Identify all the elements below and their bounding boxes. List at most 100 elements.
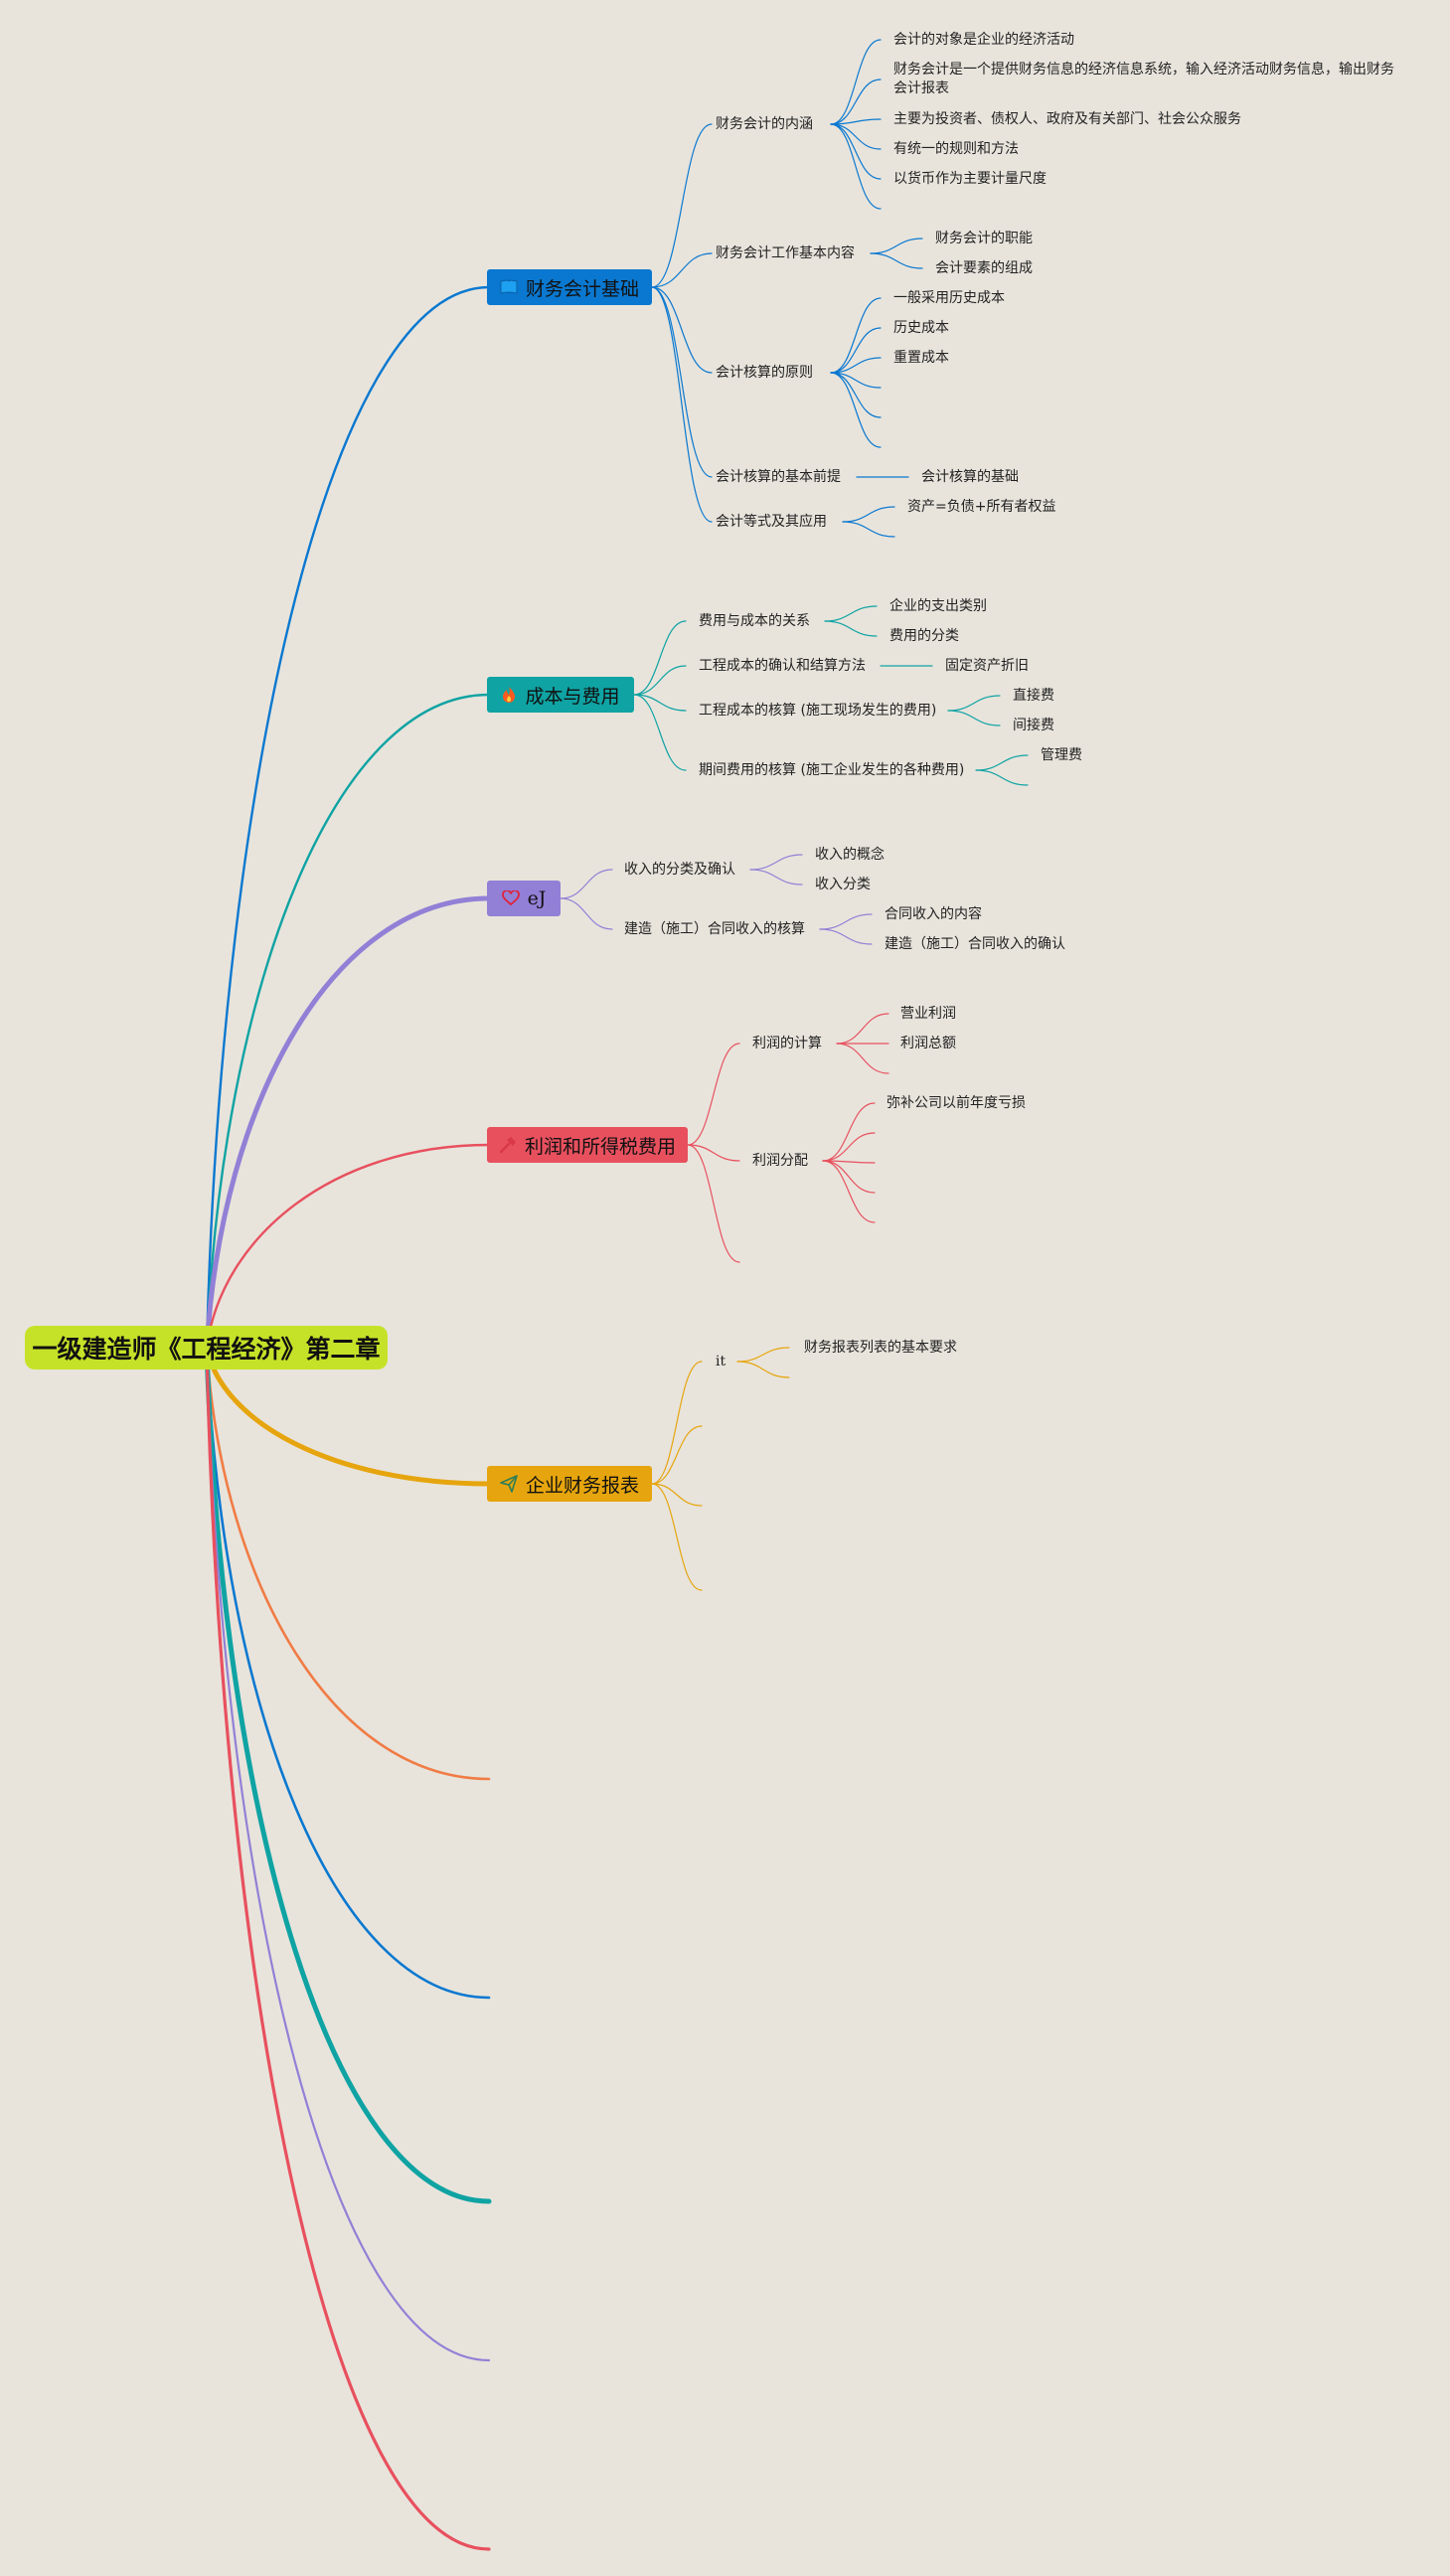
topic-accounting-principles[interactable]: 会计核算的原则: [716, 365, 813, 381]
connector-b1-leaf2-1: [870, 252, 923, 269]
connector-b5-topic-0: [651, 1361, 703, 1485]
leaf-expense-classification[interactable]: 费用的分类: [889, 628, 959, 644]
leaf-assets-equation[interactable]: 资产=负债+所有者权益: [907, 499, 1056, 515]
connector-b2-topic-1: [633, 665, 687, 696]
connector-b2-leaf1-0: [824, 605, 878, 622]
connector-b1-leaf3-2: [830, 357, 882, 374]
leaf-accounting-info-system[interactable]: 财务会计是一个提供财务信息的经济信息系统，输入经济活动财务信息，输出财务会计报表: [893, 62, 1394, 96]
connector-branch-3: [204, 895, 492, 1351]
connector-b4-leaf2-0: [822, 1102, 876, 1162]
leaf-expenditure-types[interactable]: 企业的支出类别: [889, 598, 987, 614]
leaf-management-fee[interactable]: 管理费: [1041, 747, 1082, 763]
connector-b3-leaf2-1: [819, 928, 873, 945]
connector-b5-leaf1-1: [736, 1361, 790, 1378]
connector-branch-2: [205, 693, 491, 1350]
topic-profit-calculation[interactable]: 利润的计算: [752, 1036, 822, 1051]
connector-b2-leaf3-0: [947, 695, 1001, 712]
leaf-indirect-cost[interactable]: 间接费: [1013, 718, 1054, 733]
connector-branch-1: [205, 285, 491, 1350]
leaf-unified-rules[interactable]: 有统一的规则和方法: [893, 141, 1019, 157]
topic-contract-revenue[interactable]: 建造（施工）合同收入的核算: [624, 921, 805, 937]
branch-label: 利润和所得税费用: [524, 1135, 676, 1158]
leaf-accounting-functions[interactable]: 财务会计的职能: [935, 231, 1033, 246]
connector-b2-topic-3: [633, 694, 687, 771]
connector-b1-topic-2: [651, 286, 713, 374]
fire-icon: [501, 686, 517, 704]
connector-b2-leaf1-1: [824, 620, 878, 637]
leaf-operating-profit[interactable]: 营业利润: [900, 1006, 956, 1022]
branch-cost-and-expense[interactable]: 成本与费用: [487, 677, 634, 713]
connector-b1-leaf3-4: [830, 372, 882, 418]
leaf-replacement-cost[interactable]: 重置成本: [893, 350, 949, 366]
connector-empty-branch-5: [205, 1346, 491, 2551]
leaf-direct-cost[interactable]: 直接费: [1013, 688, 1054, 704]
branch-financial-accounting-basics[interactable]: 财务会计基础: [487, 269, 652, 305]
topic-profit-distribution[interactable]: 利润分配: [752, 1153, 808, 1169]
leaf-currency-measure[interactable]: 以货币作为主要计量尺度: [893, 171, 1047, 187]
connector-b3-leaf1-1: [749, 869, 803, 886]
leaf-revenue-concept[interactable]: 收入的概念: [815, 847, 885, 863]
topic-accounting-equation[interactable]: 会计等式及其应用: [716, 514, 827, 530]
leaf-revenue-types[interactable]: 收入分类: [815, 877, 871, 892]
leaf-accounting-object[interactable]: 会计的对象是企业的经济活动: [893, 32, 1074, 48]
connector-b1-topic-3: [651, 286, 713, 478]
connector-b1-topic-4: [651, 286, 713, 523]
connector-b3-leaf2-0: [819, 913, 873, 930]
branch-label: eJ: [527, 887, 547, 909]
connector-b1-leaf1-2: [830, 118, 882, 125]
leaf-accounting-users[interactable]: 主要为投资者、债权人、政府及有关部门、社会公众服务: [893, 111, 1241, 127]
root-topic[interactable]: 一级建造师《工程经济》第二章: [25, 1326, 388, 1369]
leaf-fixed-asset-depreciation[interactable]: 固定资产折旧: [945, 658, 1029, 674]
leaf-loss-compensation[interactable]: 弥补公司以前年度亏损: [886, 1095, 1026, 1111]
connector-b1-leaf3-1: [830, 327, 882, 374]
topic-accounting-connotation[interactable]: 财务会计的内涵: [716, 116, 813, 132]
leaf-historical-cost[interactable]: 历史成本: [893, 320, 949, 336]
connector-b1-leaf3-3: [830, 372, 882, 389]
connector-b5-topic-3: [651, 1483, 703, 1591]
connector-b1-leaf3-0: [830, 297, 882, 374]
connector-b2-topic-2: [633, 694, 687, 712]
connector-b4-topic-2: [687, 1144, 740, 1263]
topic-revenue-classification[interactable]: 收入的分类及确认: [624, 862, 735, 878]
leaf-historical-cost-general[interactable]: 一般采用历史成本: [893, 290, 1005, 306]
connector-b4-leaf2-3: [822, 1160, 876, 1194]
leaf-statement-requirements[interactable]: 财务报表列表的基本要求: [804, 1340, 957, 1356]
topic-cost-expense-relation[interactable]: 费用与成本的关系: [699, 613, 810, 629]
paper-plane-icon: [500, 1475, 518, 1493]
topic-cost-accounting[interactable]: 工程成本的核算 (施工现场发生的费用): [699, 703, 937, 719]
connector-b4-leaf2-4: [822, 1160, 876, 1223]
connector-b2-topic-0: [633, 620, 687, 696]
leaf-contract-revenue-recognition[interactable]: 建造（施工）合同收入的确认: [885, 936, 1065, 952]
leaf-total-profit[interactable]: 利润总额: [900, 1036, 956, 1051]
leaf-accounting-elements[interactable]: 会计要素的组成: [935, 260, 1033, 276]
connector-b4-topic-0: [687, 1043, 740, 1146]
connector-b2-leaf4-0: [975, 754, 1029, 771]
topic-cost-recognition[interactable]: 工程成本的确认和结算方法: [699, 658, 866, 674]
connector-b3-leaf1-0: [749, 854, 803, 871]
connector-b1-topic-1: [651, 252, 713, 288]
heart-icon: [501, 890, 520, 906]
connector-b4-leaf2-1: [822, 1132, 876, 1162]
connector-b3-topic-0: [560, 869, 613, 899]
connector-empty-branch-3: [204, 1345, 492, 2204]
connector-b5-topic-2: [651, 1483, 703, 1507]
connector-b1-leaf1-5: [830, 123, 882, 210]
topic-accounting-assumptions[interactable]: 会计核算的基本前提: [716, 469, 841, 485]
connector-b1-leaf1-0: [830, 39, 882, 125]
connector-b5-leaf1-0: [736, 1347, 790, 1363]
leaf-contract-revenue-content[interactable]: 合同收入的内容: [885, 906, 982, 922]
branch-revenue[interactable]: eJ: [487, 881, 561, 916]
topic-accounting-work-content[interactable]: 财务会计工作基本内容: [716, 245, 855, 261]
branch-profit-and-income-tax[interactable]: 利润和所得税费用: [487, 1127, 688, 1163]
connector-b1-leaf1-4: [830, 123, 882, 180]
leaf-accounting-basis[interactable]: 会计核算的基础: [921, 469, 1019, 485]
branch-financial-statements[interactable]: 企业财务报表: [487, 1466, 652, 1502]
topic-period-expense[interactable]: 期间费用的核算 (施工企业发生的各种费用): [699, 762, 965, 778]
hammer-icon: [499, 1136, 517, 1154]
topic-it[interactable]: it: [716, 1354, 726, 1369]
branch-label: 企业财务报表: [525, 1474, 639, 1497]
connector-empty-branch-2: [205, 1346, 491, 2000]
connector-b3-topic-1: [560, 897, 613, 930]
connector-b1-leaf5-0: [842, 506, 895, 523]
